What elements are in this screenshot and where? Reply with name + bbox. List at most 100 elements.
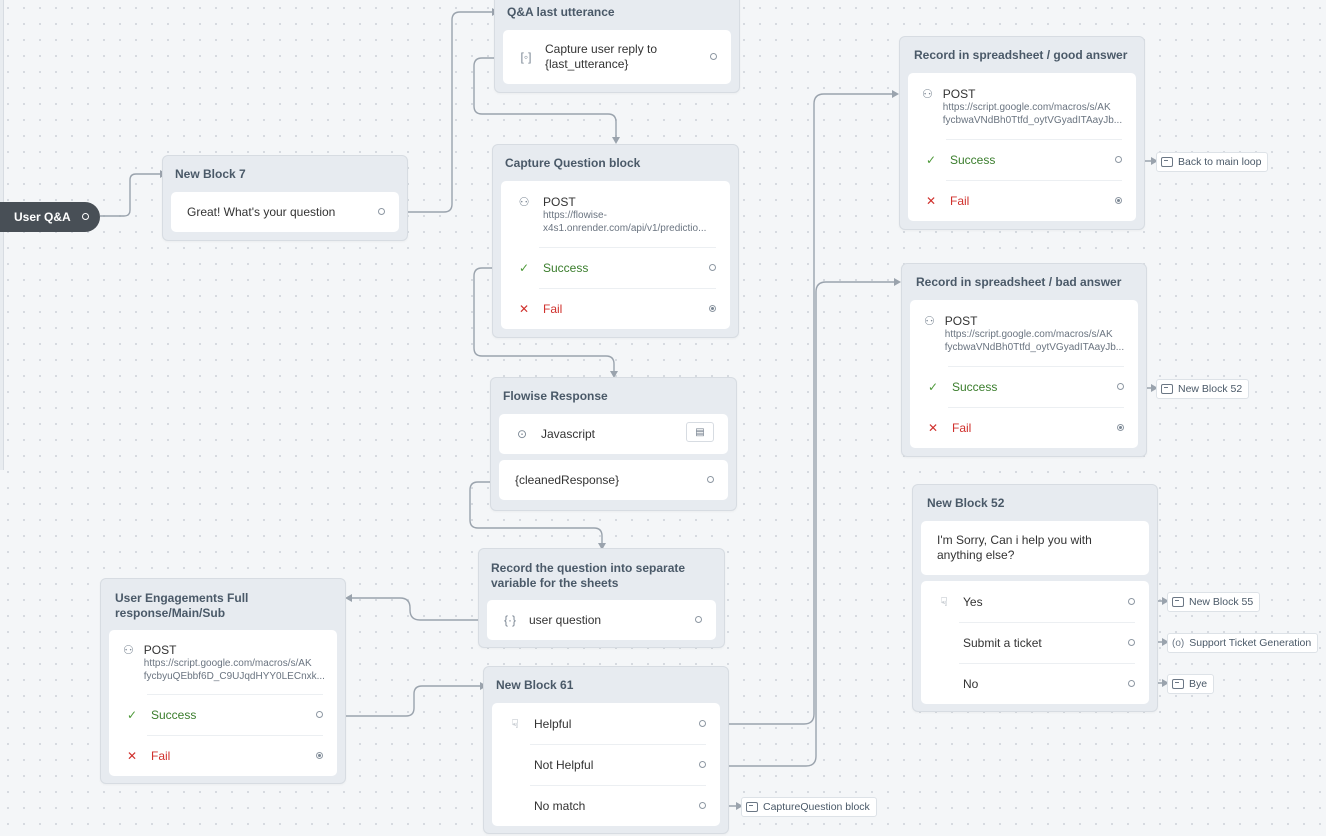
fail-path[interactable]: ✕ Fail — [908, 180, 1136, 221]
block-title: New Block 7 — [175, 167, 246, 181]
block-new-block-7[interactable]: New Block 7 Great! What's your question — [162, 155, 408, 241]
block-title: New Block 61 — [496, 678, 574, 692]
choice-submit-ticket[interactable]: Submit a ticket — [921, 622, 1149, 663]
api-step[interactable]: ⚇ POST https://script.google.com/macros/… — [109, 630, 337, 776]
block-user-engagements[interactable]: User Engagements Full response/Main/Sub … — [100, 578, 346, 784]
message-step[interactable]: I'm Sorry, Can i help you with anything … — [921, 521, 1149, 575]
success-label: Success — [151, 707, 197, 722]
output-port[interactable] — [710, 53, 717, 60]
start-node-port[interactable] — [82, 213, 89, 220]
goto-icon — [1172, 597, 1184, 607]
api-url-line1: https://script.google.com/macros/s/AK — [944, 329, 1113, 340]
api-url-line1: https://flowise- — [543, 210, 607, 221]
choice-port[interactable] — [1128, 679, 1135, 687]
api-url-line1: https://script.google.com/macros/s/AK — [143, 658, 312, 669]
choice-label: Not Helpful — [534, 757, 594, 772]
start-node-label: User Q&A — [14, 210, 71, 224]
choice-not-helpful[interactable]: Not Helpful — [492, 744, 720, 785]
goto-icon — [746, 802, 758, 812]
fail-port[interactable] — [1117, 423, 1124, 431]
message-text: Great! What's your question — [187, 205, 336, 219]
block-title: Q&A last utterance — [507, 5, 615, 19]
message-text: I'm Sorry, Can i help you with anything … — [937, 533, 1092, 562]
block-record-question[interactable]: Record the question into separate variab… — [478, 548, 725, 648]
success-label: Success — [543, 260, 589, 275]
api-step[interactable]: ⚇ POST https://flowise- x4s1.onrender.co… — [501, 181, 730, 329]
choice-port[interactable] — [1128, 638, 1135, 646]
cross-icon: ✕ — [126, 748, 138, 763]
code-editor-icon[interactable]: ▤ — [686, 422, 714, 442]
block-new-block-61[interactable]: New Block 61 ☟ Helpful Not Helpful No ma… — [483, 666, 729, 834]
block-capture-question[interactable]: Capture Question block ⚇ POST https://fl… — [492, 144, 739, 338]
block-qa-last-utterance[interactable]: Q&A last utterance [◦] Capture user repl… — [494, 0, 740, 93]
choice-step[interactable]: ☟ Yes Submit a ticket No — [921, 581, 1149, 704]
output-port[interactable] — [707, 476, 714, 483]
api-step[interactable]: ⚇ POST https://script.google.com/macros/… — [908, 73, 1136, 221]
fail-path[interactable]: ✕ Fail — [109, 735, 337, 776]
goto-icon — [1161, 157, 1173, 167]
success-path[interactable]: ✓ Success — [501, 247, 730, 288]
output-port[interactable] — [695, 616, 702, 623]
variable-label: user question — [529, 613, 602, 627]
api-icon: ⚇ — [518, 195, 530, 209]
choice-port[interactable] — [1128, 597, 1135, 605]
api-method: POST — [942, 87, 976, 101]
check-icon: ✓ — [518, 260, 530, 275]
block-title: Capture Question block — [505, 156, 641, 170]
fail-path[interactable]: ✕ Fail — [910, 407, 1138, 448]
api-step[interactable]: ⚇ POST https://script.google.com/macros/… — [910, 300, 1138, 448]
check-icon: ✓ — [927, 379, 939, 394]
fail-label: Fail — [543, 301, 563, 316]
goto-bye[interactable]: Bye — [1167, 674, 1215, 694]
success-port[interactable] — [1115, 155, 1122, 163]
choice-port[interactable] — [699, 719, 706, 727]
javascript-step[interactable]: ⊙ Javascript ▤ — [499, 414, 728, 454]
block-title: New Block 52 — [927, 496, 1005, 510]
fail-label: Fail — [950, 193, 970, 208]
choice-helpful[interactable]: ☟ Helpful — [492, 703, 720, 744]
success-port[interactable] — [1117, 382, 1124, 390]
capture-step[interactable]: [◦] Capture user reply to {last_utteranc… — [503, 30, 731, 84]
set-variable-step[interactable]: {·} user question — [487, 600, 716, 640]
check-icon: ✓ — [925, 152, 937, 167]
success-label: Success — [952, 379, 998, 394]
goto-support-ticket[interactable]: (o) Support Ticket Generation — [1167, 633, 1319, 653]
goto-new-block-52[interactable]: New Block 52 — [1156, 379, 1250, 399]
block-new-block-52[interactable]: New Block 52 I'm Sorry, Can i help you w… — [912, 484, 1158, 712]
fail-port[interactable] — [709, 304, 716, 312]
output-port[interactable] — [378, 208, 385, 215]
goto-capture-question[interactable]: CaptureQuestion block — [741, 797, 877, 817]
message-step[interactable]: Great! What's your question — [171, 192, 399, 232]
success-path[interactable]: ✓ Success — [109, 694, 337, 735]
choice-yes[interactable]: ☟ Yes — [921, 581, 1149, 622]
choice-port[interactable] — [699, 801, 706, 809]
api-url-line2: fycbwaVNdBh0Ttfd_oytVGyadITAayJb... — [944, 342, 1125, 353]
fail-label: Fail — [952, 420, 972, 435]
block-title: Flowise Response — [503, 389, 608, 403]
choice-no[interactable]: No — [921, 663, 1149, 704]
success-path[interactable]: ✓ Success — [910, 366, 1138, 407]
choice-step[interactable]: ☟ Helpful Not Helpful No match — [492, 703, 720, 826]
fail-path[interactable]: ✕ Fail — [501, 288, 730, 329]
api-icon: ⚇ — [123, 643, 134, 657]
api-url-line2: fycbyuQEbbf6D_C9UJqdHYY0LECnxk... — [143, 671, 325, 682]
choice-port[interactable] — [699, 760, 706, 768]
block-title: Record in spreadsheet / good answer — [914, 48, 1128, 62]
success-path[interactable]: ✓ Success — [908, 139, 1136, 180]
fail-port[interactable] — [316, 751, 323, 759]
goto-back-main-loop[interactable]: Back to main loop — [1156, 152, 1269, 172]
choice-no-match[interactable]: No match — [492, 785, 720, 826]
start-node[interactable]: User Q&A — [0, 202, 100, 232]
cross-icon: ✕ — [927, 420, 939, 435]
block-record-good-answer[interactable]: Record in spreadsheet / good answer ⚇ PO… — [899, 36, 1145, 230]
success-port[interactable] — [709, 263, 716, 271]
fail-port[interactable] — [1115, 196, 1122, 204]
success-port[interactable] — [316, 710, 323, 718]
goto-label: New Block 55 — [1189, 596, 1254, 608]
text-step[interactable]: {cleanedResponse} — [499, 460, 728, 500]
goto-new-block-55[interactable]: New Block 55 — [1167, 592, 1261, 612]
block-record-bad-answer[interactable]: Record in spreadsheet / bad answer ⚇ POS… — [901, 263, 1147, 457]
goto-label: Support Ticket Generation — [1189, 637, 1312, 649]
block-flowise-response[interactable]: Flowise Response ⊙ Javascript ▤ {cleaned… — [490, 377, 737, 511]
cross-icon: ✕ — [925, 193, 937, 208]
